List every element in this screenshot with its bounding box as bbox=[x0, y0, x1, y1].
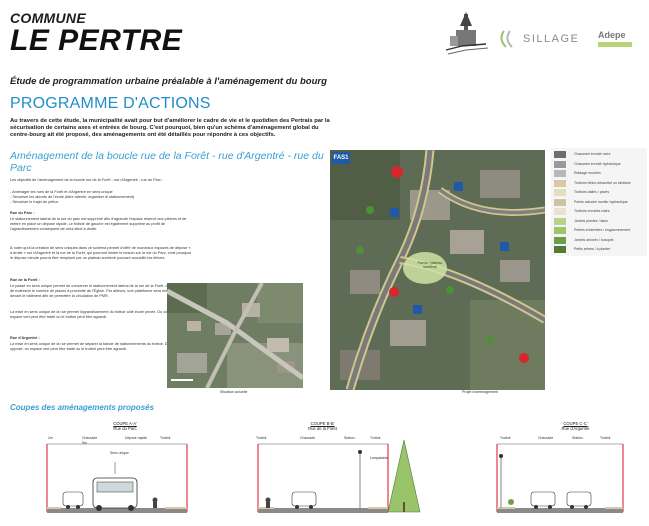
coupe-a-extra: Sens unique bbox=[110, 451, 129, 455]
coupe-b-dim-4: Trottoir bbox=[370, 436, 381, 440]
coupe-a-dim-2: Chaussée bbox=[82, 436, 98, 440]
coupe-c-dim-4: Trottoir bbox=[600, 436, 611, 440]
coupe-c-title: COUPE C-C'Rue d'Argentré bbox=[561, 421, 590, 431]
coupe-b-extra: Lampadaire bbox=[370, 456, 388, 460]
legend-label: Rabtage enrobés bbox=[574, 171, 601, 175]
legend-swatch bbox=[554, 208, 566, 215]
coupe-b-dim-3: Station. bbox=[344, 436, 356, 440]
page-title: LE PERTRE bbox=[10, 24, 183, 57]
legend-swatch bbox=[554, 217, 566, 225]
legend-swatch bbox=[554, 170, 566, 177]
rue-foret-text: Le passé en sens unique permet de conser… bbox=[10, 284, 189, 298]
coupe-a-dim-1: 2m bbox=[48, 436, 53, 440]
commune-label: COMMUNE bbox=[10, 10, 86, 26]
rue-argentre-text: La mise en sens unique de la rue permet … bbox=[10, 342, 178, 351]
legend-label: Chaussée enrobé noire bbox=[574, 152, 611, 156]
intro-paragraph: Au travers de cette étude, la municipali… bbox=[10, 118, 330, 139]
rue-argentre-title: Rue d'Argentré : bbox=[10, 336, 40, 340]
existing-map-caption: Situation actuelle bbox=[220, 390, 248, 394]
coupe-c-dim-1: Trottoir bbox=[500, 436, 511, 440]
legend-item: Jardins arborés / bosquet bbox=[554, 236, 646, 245]
action-intro-text: Les objectifs de l'aménagement de la bou… bbox=[10, 178, 163, 182]
adepe-logo-text: Adepe bbox=[598, 30, 626, 40]
action-bullet-2: - Sécuriser les abords de l'école (faire… bbox=[10, 195, 135, 199]
aerial-map-existing bbox=[167, 283, 303, 388]
rue-parc-text: Le stationnement latéral de la rue du pa… bbox=[10, 217, 187, 231]
project-map-label: Parvis / plateau surélevé bbox=[417, 261, 443, 269]
legend-item: Trottoirs dalles / pavés bbox=[554, 189, 646, 197]
project-map-caption: Projet d'aménagement bbox=[462, 390, 499, 394]
legend-label: Petits arbres / à planter bbox=[574, 247, 611, 251]
coupe-c-dim-3: Station. bbox=[572, 436, 584, 440]
legend-label: Trottoirs béton désactivé ou similaire bbox=[574, 180, 631, 185]
coupe-b-dim-1: Trottoir bbox=[256, 436, 267, 440]
legend-label: Pavés calcaire mortier hydraulique bbox=[574, 199, 628, 204]
legend-swatch bbox=[554, 160, 566, 168]
coupe-b-section bbox=[257, 439, 421, 513]
legend-item: Jardins plantés / talus bbox=[554, 217, 646, 226]
legend-swatch bbox=[554, 227, 566, 234]
legend-swatch bbox=[554, 179, 566, 187]
coupe-a-dim-5: Trottoir bbox=[160, 436, 171, 440]
legend-item: Chaussée enrobé noire bbox=[554, 151, 646, 159]
rue-foret-title: Rue de la Forêt : bbox=[10, 278, 40, 282]
coupe-a-dim-3: 5m bbox=[82, 441, 87, 445]
legend-label: Pelées enherbées / engazonnement bbox=[574, 228, 631, 232]
aerial-map-project bbox=[330, 150, 545, 390]
page-subtitle: Étude de programmation urbaine préalable… bbox=[10, 76, 327, 87]
legend-item: Pavés calcaire mortier hydraulique bbox=[554, 198, 646, 207]
legend-swatch bbox=[554, 236, 566, 244]
legend-swatch bbox=[554, 189, 566, 196]
coupe-b-dim-2: Chaussée bbox=[300, 436, 316, 440]
rue-foret-text-2: La mise en sens unique de la rue permet … bbox=[10, 310, 191, 319]
church-logo-icon bbox=[445, 12, 489, 55]
rue-parc-text-2: À noter qu'à la création de sens uniques… bbox=[10, 246, 192, 260]
legend-label: Jardins arborés / bosquet bbox=[574, 237, 614, 242]
legend-swatch bbox=[554, 198, 566, 206]
adepe-logo-bar bbox=[598, 42, 632, 47]
legend-label: Jardins plantés / talus bbox=[574, 218, 608, 223]
legend-swatch bbox=[554, 151, 566, 158]
legend-item: Pelées enherbées / engazonnement bbox=[554, 227, 646, 235]
action-heading: Aménagement de la boucle rue de la Forêt… bbox=[10, 150, 324, 174]
sillage-logo-icon bbox=[500, 30, 513, 48]
action-bullet-3: - Sécuriser le trajet du piéton bbox=[10, 200, 59, 204]
legend-item: Petits arbres / à planter bbox=[554, 246, 646, 254]
legend-label: Chaussée enrobé hydraulique bbox=[574, 161, 621, 166]
coupe-b-title: COUPE B-B'Rue de la Forêt bbox=[308, 421, 337, 431]
fas1-badge: FAS1 bbox=[332, 152, 350, 164]
legend-item: Trottoirs béton désactivé ou similaire bbox=[554, 179, 646, 188]
coupe-c-dim-2: Chaussée bbox=[538, 436, 554, 440]
sillage-logo-text: SILLAGE bbox=[523, 33, 580, 45]
legend-item: Chaussée enrobé hydraulique bbox=[554, 160, 646, 169]
coupe-c-section bbox=[496, 443, 624, 513]
coupe-a-title: COUPE A-A'Rue du Parc bbox=[113, 421, 137, 431]
section-title: PROGRAMME D'ACTIONS bbox=[10, 95, 211, 112]
legend-item: Rabtage enrobés bbox=[554, 170, 646, 178]
action-bullet-1: - Aménager les rues de la Forêt et d'Arg… bbox=[10, 190, 113, 194]
legend-swatch bbox=[554, 246, 566, 253]
sections-heading: Coupes des aménagements proposés bbox=[10, 403, 155, 412]
coupe-a-section bbox=[46, 443, 188, 513]
legend-item: Trottoirs enrobés clairs bbox=[554, 208, 646, 216]
legend-label: Trottoirs enrobés clairs bbox=[574, 209, 610, 213]
legend-label: Trottoirs dalles / pavés bbox=[574, 190, 610, 194]
rue-parc-title: Rue du Parc : bbox=[10, 211, 35, 215]
coupe-a-dim-4: Dépose rapide bbox=[125, 436, 148, 440]
